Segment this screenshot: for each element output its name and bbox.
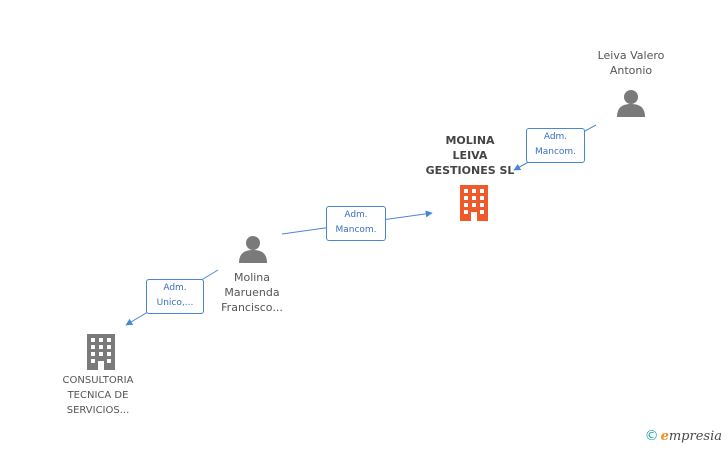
company-bottom-line-3: SERVICIOS... [66,405,130,416]
person-middle-label[interactable]: Molina Maruenda Francisco... [200,270,304,315]
person-icon[interactable] [616,89,646,117]
person-top-label[interactable]: Leiva Valero Antonio [580,48,682,78]
edge-top-line-1: Adm. [543,132,568,142]
company-bottom-line-1: CONSULTORIA [62,375,134,386]
edge-middle-line-2: Mancom. [335,225,377,235]
brand-e: e [660,429,669,444]
company-main-line-2: LEIVA [452,149,488,162]
person-middle-line-1: Molina [233,271,271,284]
person-top-line-2: Antonio [609,64,653,77]
building-icon[interactable] [85,334,117,370]
company-main-line-1: MOLINA [445,134,495,147]
edge-middle-line-1: Adm. [344,210,368,220]
edge-bottom-line-1: Adm. [163,283,187,293]
company-bottom-line-2: TECNICA DE [67,390,129,401]
brand-rest: mpresia [668,429,722,444]
copyright-icon: © [644,428,659,444]
person-middle-line-2: Maruenda [224,286,280,299]
person-top-line-1: Leiva Valero [597,49,665,62]
person-middle-line-3: Francisco... [221,301,283,314]
building-icon[interactable] [458,185,490,221]
edge-top-line-2: Mancom. [534,147,577,157]
company-bottom-label[interactable]: CONSULTORIA TECNICA DE SERVICIOS... [46,373,150,418]
company-main-label[interactable]: MOLINA LEIVA GESTIONES SL [420,133,520,178]
edge-label-bottom[interactable]: Adm. Unico,... [146,279,204,314]
edge-label-top[interactable]: Adm. Mancom. [526,128,585,163]
company-main-line-3: GESTIONES SL [425,164,515,177]
person-icon[interactable] [238,235,268,263]
edge-bottom-line-2: Unico,... [156,298,194,308]
edge-label-middle[interactable]: Adm. Mancom. [326,206,386,241]
empresia-logo: ©empresia [645,428,722,444]
